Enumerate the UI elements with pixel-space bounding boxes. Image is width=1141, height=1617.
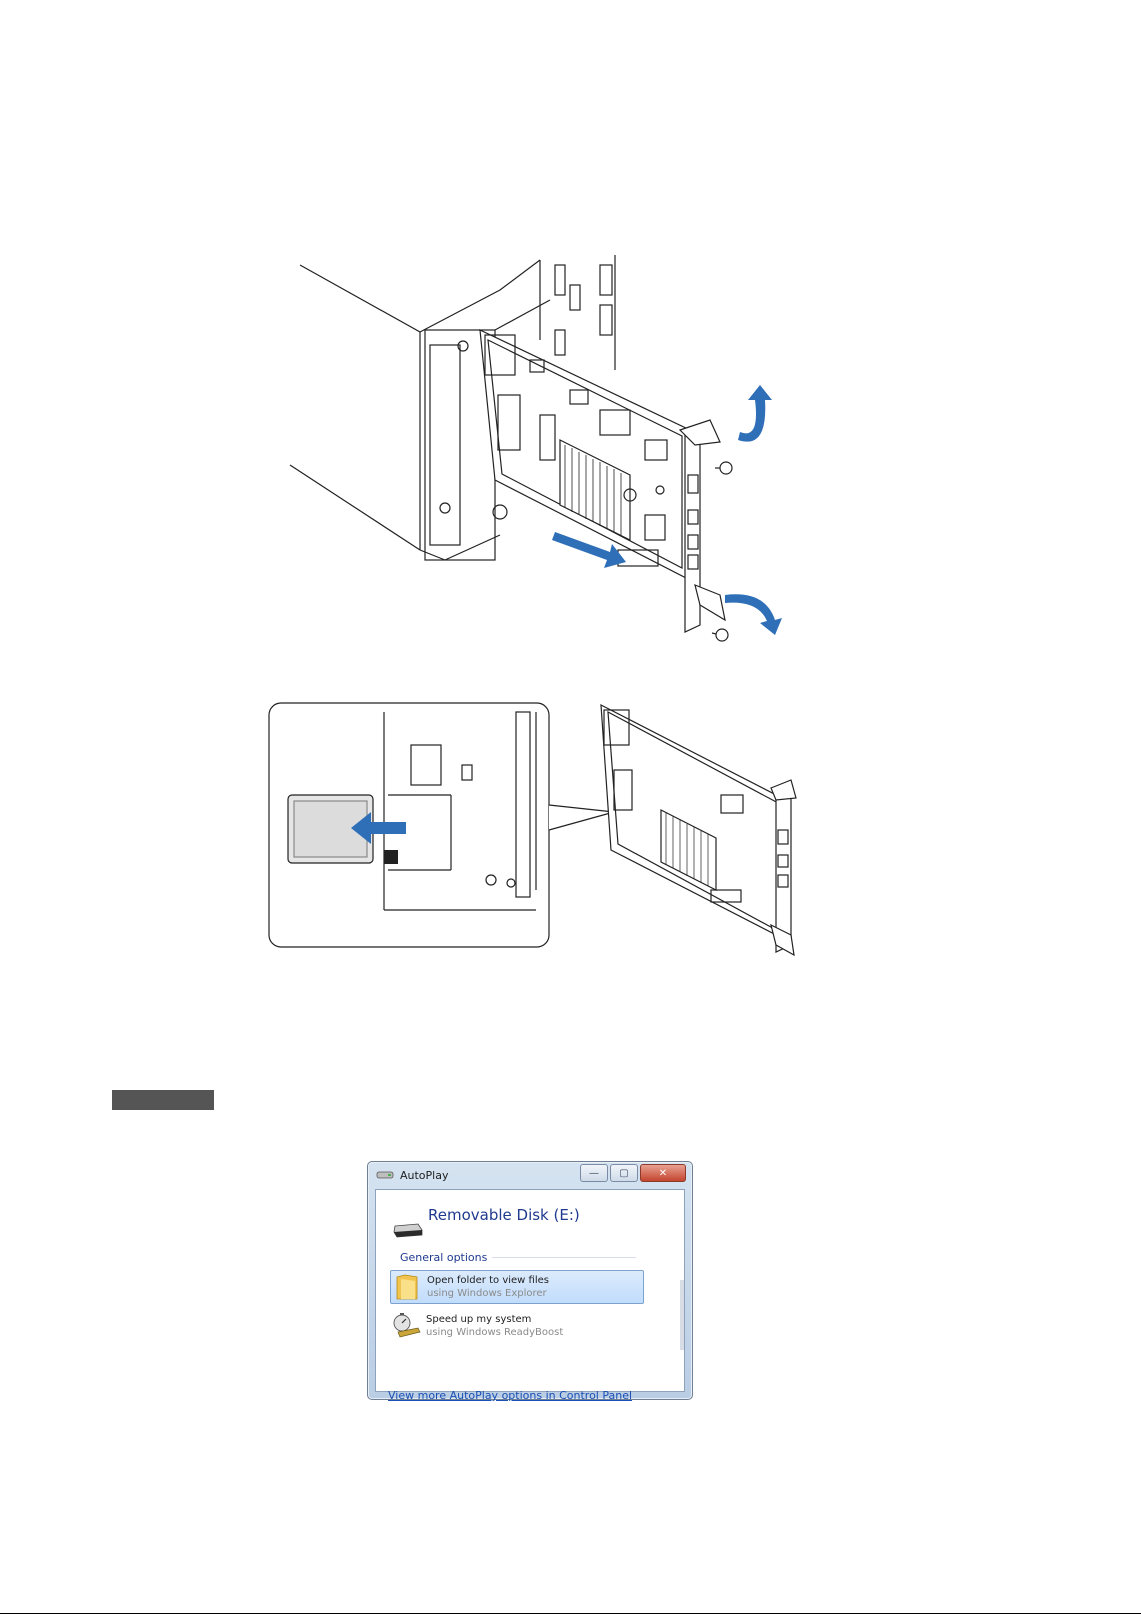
title-bar: AutoPlay [376,1166,448,1184]
scrollbar[interactable] [680,1280,684,1350]
dialog-content: Removable Disk (E:) General options Open… [375,1189,685,1392]
option-sublabel: using Windows Explorer [427,1287,549,1300]
folder-icon [391,1273,423,1301]
device-name: Removable Disk (E:) [428,1206,580,1224]
close-button[interactable]: ✕ [640,1164,686,1182]
general-options-section: General options [400,1250,636,1264]
window-controls: — ▢ ✕ [580,1164,686,1182]
drive-icon [376,1169,394,1181]
window-title: AutoPlay [400,1169,448,1182]
board-removal-illustration [270,250,810,650]
option-label: Speed up my system [426,1313,563,1326]
page-bottom-rule [0,1613,1141,1614]
sd-card-insertion-illustration [266,700,826,960]
option-sublabel: using Windows ReadyBoost [426,1326,563,1339]
section-marker-bar [112,1090,214,1110]
more-autoplay-options-link[interactable]: View more AutoPlay options in Control Pa… [388,1389,632,1402]
section-divider [492,1257,636,1258]
option-label: Open folder to view files [427,1274,549,1287]
maximize-button[interactable]: ▢ [610,1164,638,1182]
option-readyboost[interactable]: Speed up my system using Windows ReadyBo… [390,1310,642,1342]
autoplay-dialog: AutoPlay — ▢ ✕ Removable Disk (E:) Gener… [367,1161,693,1400]
minimize-button[interactable]: — [580,1164,608,1182]
section-label: General options [400,1251,487,1264]
option-open-folder[interactable]: Open folder to view files using Windows … [390,1270,644,1304]
readyboost-icon [390,1312,422,1340]
removable-disk-icon [392,1220,424,1240]
